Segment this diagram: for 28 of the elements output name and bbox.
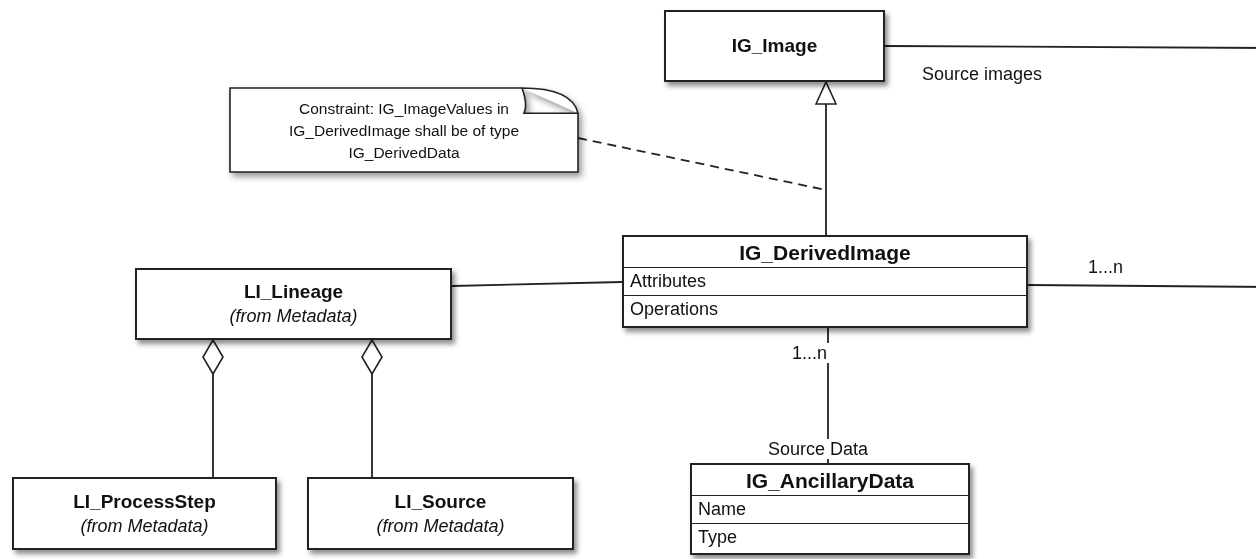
compartment-label: Operations (629, 298, 720, 321)
class-box (622, 235, 1028, 328)
class-box (690, 463, 970, 555)
multiplicity-label: 1...n (1088, 257, 1124, 277)
class-name: IG_Image (731, 35, 818, 57)
note-shape (230, 88, 578, 172)
edge-label: Source images (922, 64, 1043, 84)
compartment-label: Type (697, 526, 739, 549)
aggregation-line (361, 339, 383, 478)
aggregation-line (202, 339, 224, 478)
class-name: IG_AncillaryData (692, 465, 968, 496)
package-label: (from Metadata) (229, 306, 358, 327)
class-name: IG_DerivedImage (624, 237, 1026, 268)
class-box (664, 10, 885, 82)
class-name: LI_Source (394, 490, 487, 513)
note-text: Constraint: IG_ImageValues in IG_DerivedImage shall be of type IG_DerivedData (287, 99, 520, 163)
package-label: (from Metadata) (80, 515, 209, 537)
class-box (135, 268, 452, 340)
association-line (451, 281, 623, 287)
generalization-arrow (815, 81, 837, 236)
association-line (884, 45, 1256, 288)
class-box (12, 477, 277, 550)
compartment-label: Attributes (624, 268, 1026, 296)
compartment-label: Name (692, 496, 968, 524)
class-name: LI_Lineage (243, 281, 344, 303)
package-label: (from Metadata) (376, 515, 505, 537)
class-box (307, 477, 574, 550)
class-name: LI_ProcessStep (73, 490, 216, 513)
